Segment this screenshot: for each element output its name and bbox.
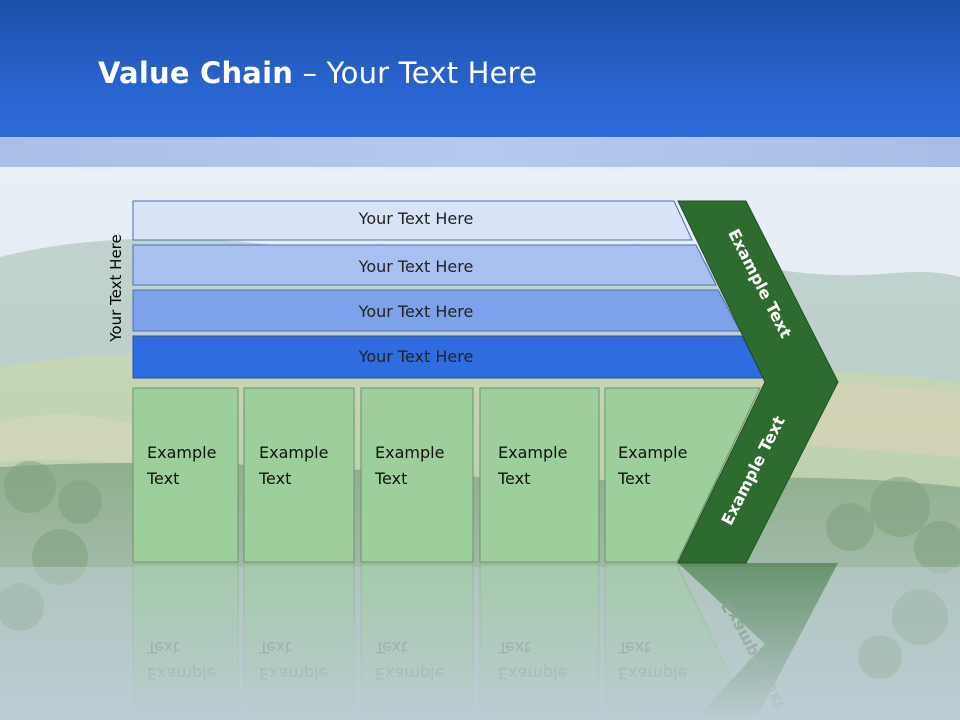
primary-box-3 [360, 387, 474, 563]
reflection-box-5-line1: Example [618, 664, 687, 683]
box-5-line2: Text [617, 469, 650, 488]
slide-title: Value Chain – Your Text Here [98, 56, 537, 90]
box-3-line2: Text [374, 469, 407, 488]
reflection-box-2-line1: Example [259, 664, 328, 683]
reflection-box-3-line2: Text [374, 638, 407, 657]
band-group: Your Text Here Your Text Here Your Text … [132, 200, 764, 379]
box-4-line2: Text [497, 469, 530, 488]
box-4-line1: Example [498, 443, 567, 462]
band-1 [132, 200, 693, 241]
primary-box-5 [604, 387, 761, 563]
primary-box-2 [243, 387, 355, 563]
box-2-line2: Text [258, 469, 291, 488]
band-2 [132, 244, 717, 286]
box-2-line1: Example [259, 443, 328, 462]
reflection-box-1-line2: Text [146, 638, 179, 657]
reflection-box-1-line1: Example [147, 664, 216, 683]
band-2-label: Your Text Here [358, 257, 474, 276]
title-bold: Value Chain [98, 56, 294, 90]
diagram-reflection: Example Text Example Text Example Text E… [132, 563, 838, 720]
reflection-box-5-line2: Text [617, 638, 650, 657]
band-1-label: Your Text Here [358, 209, 474, 228]
reflection-box-3-line1: Example [375, 664, 444, 683]
header-stripe [0, 137, 960, 167]
reflection-box-2-line2: Text [258, 638, 291, 657]
reflection-box-4-line1: Example [498, 664, 567, 683]
band-4-label: Your Text Here [358, 347, 474, 366]
box-3-line1: Example [375, 443, 444, 462]
header-band [0, 0, 960, 137]
box-1-line1: Example [147, 443, 216, 462]
primary-box-4 [479, 387, 600, 563]
reflection-box-4-line2: Text [497, 638, 530, 657]
primary-box-1 [132, 387, 239, 563]
box-1-line2: Text [146, 469, 179, 488]
title-rest: – Your Text Here [293, 56, 538, 90]
band-3-label: Your Text Here [358, 302, 474, 321]
box-group: Example Text Example Text Example Text E… [132, 387, 761, 563]
box-5-line1: Example [618, 443, 687, 462]
